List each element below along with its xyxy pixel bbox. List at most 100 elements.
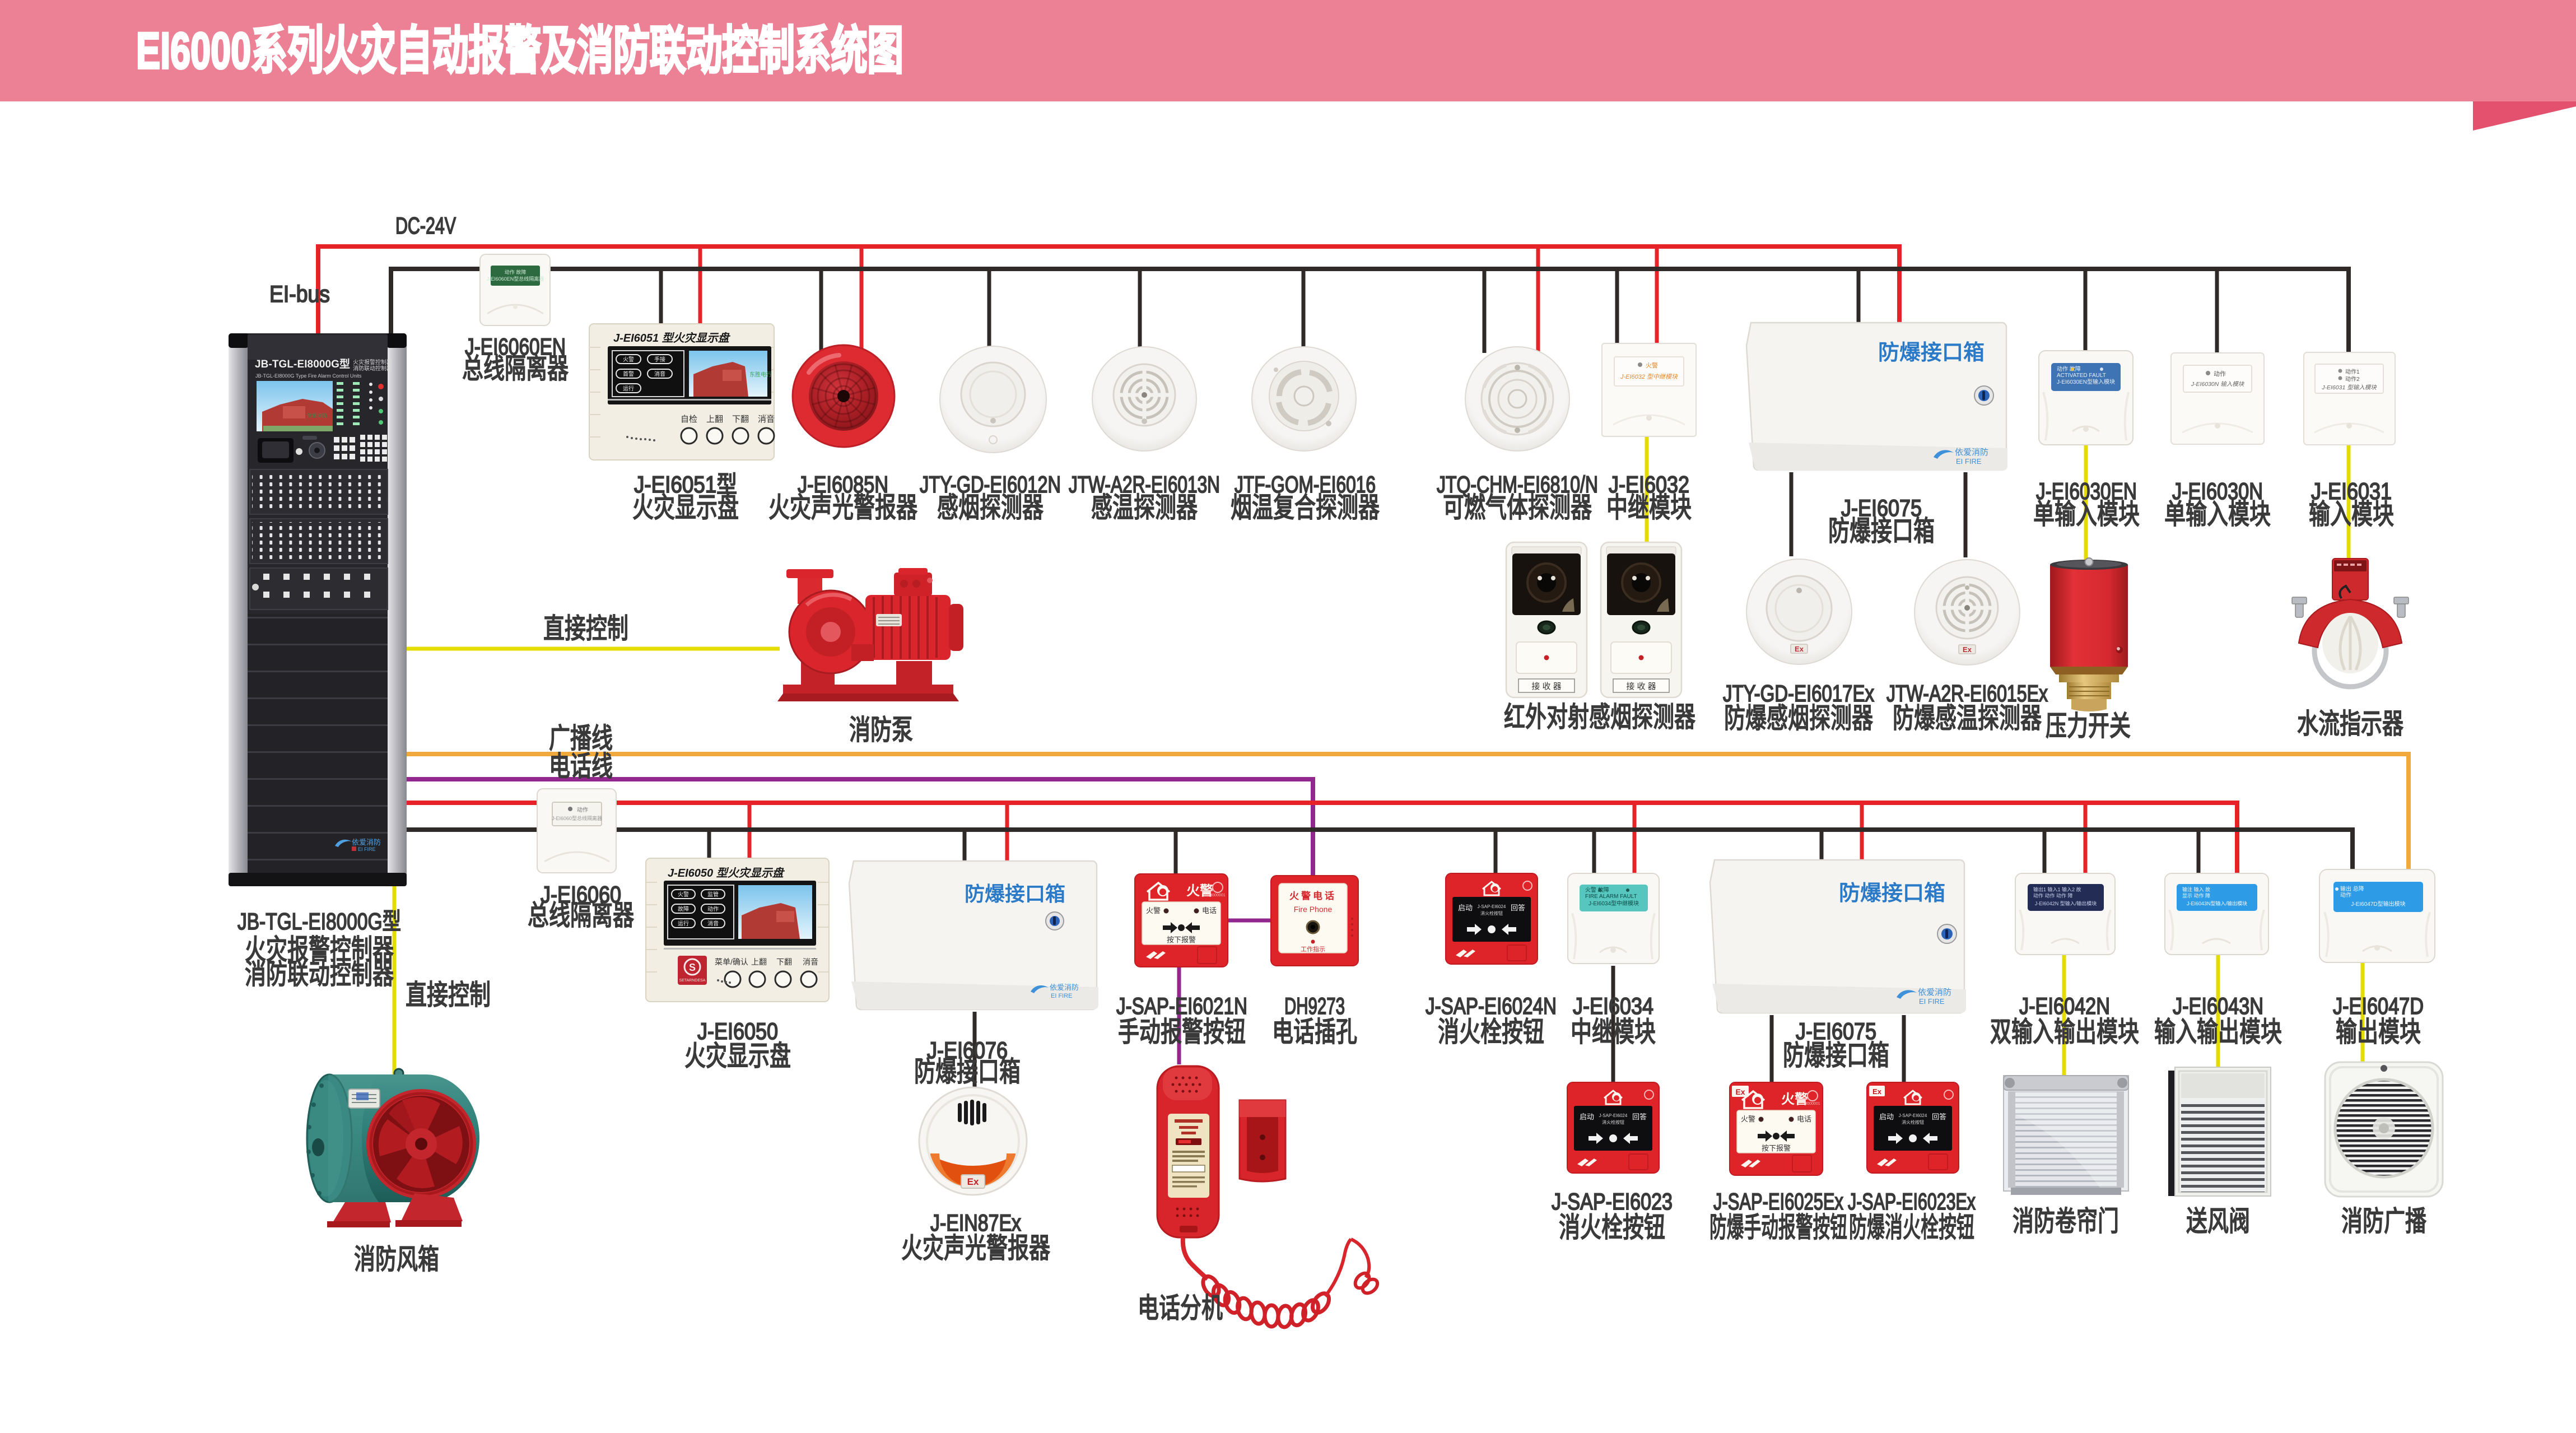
svg-text:总线隔离器: 总线隔离器 (528, 900, 634, 931)
svg-text:故障: 故障 (678, 905, 689, 913)
svg-text:J-EI6060型总线隔离器: J-EI6060型总线隔离器 (552, 815, 602, 821)
svg-text:J-EI6047D: J-EI6047D (2333, 993, 2424, 1019)
svg-text:感温探测器: 感温探测器 (1091, 492, 1198, 523)
svg-text:输出1 输入1 输入2 故: 输出1 输入1 输入2 故 (2033, 886, 2081, 892)
svg-text:消音: 消音 (707, 920, 719, 927)
svg-text:火灾声光警报器: 火灾声光警报器 (901, 1232, 1050, 1264)
svg-text:EI6000系列火灾自动报警及消防联动控制系统图: EI6000系列火灾自动报警及消防联动控制系统图 (136, 22, 903, 80)
svg-text:JTY-GD-EI6012N: JTY-GD-EI6012N (920, 471, 1061, 497)
svg-text:JB-TGL-EI8000G Type Fire Alarm: JB-TGL-EI8000G Type Fire Alarm Control U… (255, 373, 362, 379)
svg-text:J-SAP-EI6021N: J-SAP-EI6021N (1116, 993, 1247, 1019)
svg-text:动作 故障: 动作 故障 (2057, 365, 2081, 373)
svg-text:J-EI6031 型输入模块: J-EI6031 型输入模块 (2321, 384, 2377, 391)
svg-text:广播线: 广播线 (549, 723, 613, 754)
svg-text:J-EI6050: J-EI6050 (697, 1018, 778, 1044)
svg-text:运行: 运行 (678, 920, 689, 927)
svg-text:火警: 火警 (623, 356, 634, 363)
svg-text:防爆接口箱: 防爆接口箱 (914, 1056, 1021, 1087)
svg-text:SETARNDESA: SETARNDESA (679, 979, 706, 983)
svg-text:J-SAP-EI6023Ex: J-SAP-EI6023Ex (1848, 1188, 1976, 1215)
svg-text:红外对射感烟探测器: 红外对射感烟探测器 (1504, 701, 1695, 733)
svg-text:EI-bus: EI-bus (269, 281, 330, 307)
svg-text:总线隔离器: 总线隔离器 (462, 353, 569, 384)
svg-text:消防卷帘门: 消防卷帘门 (2013, 1206, 2119, 1237)
svg-text:J-SAP-EI6023: J-SAP-EI6023 (1552, 1188, 1673, 1215)
svg-text:J-EI6047D型输出模块: J-EI6047D型输出模块 (2351, 900, 2405, 908)
svg-text:直接控制: 直接控制 (543, 613, 628, 644)
svg-text:JTY-GD-EI6017Ex: JTY-GD-EI6017Ex (1723, 680, 1874, 706)
svg-text:输入模块: 输入模块 (2309, 499, 2394, 530)
svg-text:感烟探测器: 感烟探测器 (937, 492, 1044, 523)
svg-text:下翻: 下翻 (732, 415, 749, 424)
svg-text:J-EI6050 型火灾显示盘: J-EI6050 型火灾显示盘 (668, 867, 785, 880)
svg-text:动作 动作 动作 障: 动作 动作 动作 障 (2033, 892, 2073, 899)
svg-text:J-EI6042N 型输入/输出模块: J-EI6042N 型输入/输出模块 (2035, 900, 2097, 906)
svg-text:Fire Phone: Fire Phone (1294, 905, 1333, 914)
svg-text:防爆接口箱: 防爆接口箱 (1839, 882, 1945, 905)
svg-text:消火栓按钮: 消火栓按钮 (1559, 1212, 1665, 1243)
svg-text:J-EIN87Ex: J-EIN87Ex (930, 1209, 1021, 1236)
svg-text:消防联动控制器: 消防联动控制器 (353, 365, 392, 372)
svg-text:J-SAP-EI6025Ex: J-SAP-EI6025Ex (1713, 1188, 1843, 1215)
svg-text:火灾声光警报器: 火灾声光警报器 (768, 492, 917, 523)
svg-text:首警: 首警 (623, 370, 634, 378)
svg-text:J-SAP-EI6024N: J-SAP-EI6024N (1426, 993, 1557, 1019)
svg-text:防爆感温探测器: 防爆感温探测器 (1893, 702, 2042, 734)
svg-text:依爱消防: 依爱消防 (352, 838, 381, 846)
svg-text:JTF-GOM-EI6016: JTF-GOM-EI6016 (1235, 471, 1376, 497)
svg-text:J-EI6030EN: J-EI6030EN (2036, 478, 2137, 504)
svg-text:压力开关: 压力开关 (2046, 710, 2131, 742)
svg-text:消音: 消音 (654, 370, 665, 378)
svg-text:动作2: 动作2 (2345, 376, 2360, 383)
svg-text:消音: 消音 (758, 415, 775, 424)
svg-text:烟温复合探测器: 烟温复合探测器 (1231, 492, 1380, 523)
svg-text:火警: 火警 (1646, 361, 1658, 369)
svg-text:输注 输入 故: 输注 输入 故 (2182, 886, 2210, 892)
svg-text:J-EI6051型: J-EI6051型 (634, 471, 737, 497)
svg-text:JB-TGL-EI8000G型: JB-TGL-EI8000G型 (255, 357, 350, 370)
svg-text:J-EI6030EN型输入模块: J-EI6030EN型输入模块 (2057, 378, 2115, 385)
svg-text:动作: 动作 (2214, 370, 2226, 378)
svg-text:上翻: 上翻 (751, 957, 767, 966)
svg-text:下翻: 下翻 (776, 957, 792, 966)
svg-text:Ex: Ex (1872, 1087, 1882, 1096)
svg-text:依爱消防: 依爱消防 (1918, 988, 1951, 997)
svg-text:依爱消防: 依爱消防 (1050, 983, 1079, 992)
svg-text:火灾报警控制器: 火灾报警控制器 (353, 359, 392, 366)
svg-text:EI FIRE: EI FIRE (1956, 457, 1982, 466)
svg-text:火警: 火警 (678, 891, 689, 898)
svg-text:菜单/确认: 菜单/确认 (715, 957, 748, 966)
svg-text:Ex: Ex (1795, 645, 1804, 653)
svg-text:J-EI6031: J-EI6031 (2311, 478, 2392, 504)
svg-text:火警 故障: 火警 故障 (1585, 886, 1609, 894)
svg-text:防爆手动报警按钮: 防爆手动报警按钮 (1709, 1212, 1847, 1243)
svg-text:J-EI6043N型输入/输出模块: J-EI6043N型输入/输出模块 (2187, 900, 2247, 906)
svg-text:J-EI6042N: J-EI6042N (2019, 993, 2110, 1019)
svg-text:J-EI6060: J-EI6060 (541, 881, 621, 908)
svg-text:消防泵: 消防泵 (849, 714, 913, 746)
svg-text:动作1: 动作1 (2345, 369, 2360, 375)
svg-text:动作: 动作 (707, 906, 719, 913)
svg-text:依爱消防: 依爱消防 (307, 412, 327, 418)
svg-text:J-EI6032 型中继模块: J-EI6032 型中继模块 (1620, 373, 1678, 380)
svg-text:JTW-A2R-EI6013N: JTW-A2R-EI6013N (1069, 471, 1220, 497)
svg-text:J-EI6043N: J-EI6043N (2173, 993, 2263, 1019)
svg-text:送风阀: 送风阀 (2186, 1206, 2250, 1237)
svg-text:J-EI6085N: J-EI6085N (798, 471, 888, 497)
svg-text:手接: 手接 (654, 356, 665, 363)
svg-text:FIRE ALARM FAULT: FIRE ALARM FAULT (1585, 894, 1637, 900)
svg-text:J-EI6030N 输入模块: J-EI6030N 输入模块 (2191, 381, 2244, 388)
svg-text:东胜电行: 东胜电行 (749, 371, 772, 378)
svg-text:消音: 消音 (803, 957, 818, 966)
svg-text:JTW-A2R-EI6015Ex: JTW-A2R-EI6015Ex (1886, 680, 2048, 706)
svg-text:Ex: Ex (967, 1176, 979, 1187)
svg-text:电话插孔: 电话插孔 (1272, 1016, 1357, 1048)
svg-text:JB-TGL-EI8000G型: JB-TGL-EI8000G型 (237, 908, 401, 934)
svg-text:中继模块: 中继模块 (1571, 1016, 1656, 1048)
svg-text:电话分机: 电话分机 (1138, 1292, 1223, 1324)
svg-text:S: S (689, 962, 696, 973)
svg-text:消防联动控制器: 消防联动控制器 (245, 959, 394, 990)
svg-text:中继模块: 中继模块 (1606, 492, 1692, 523)
svg-text:消防风箱: 消防风箱 (354, 1244, 439, 1275)
svg-text:单输入模块: 单输入模块 (2164, 499, 2271, 530)
